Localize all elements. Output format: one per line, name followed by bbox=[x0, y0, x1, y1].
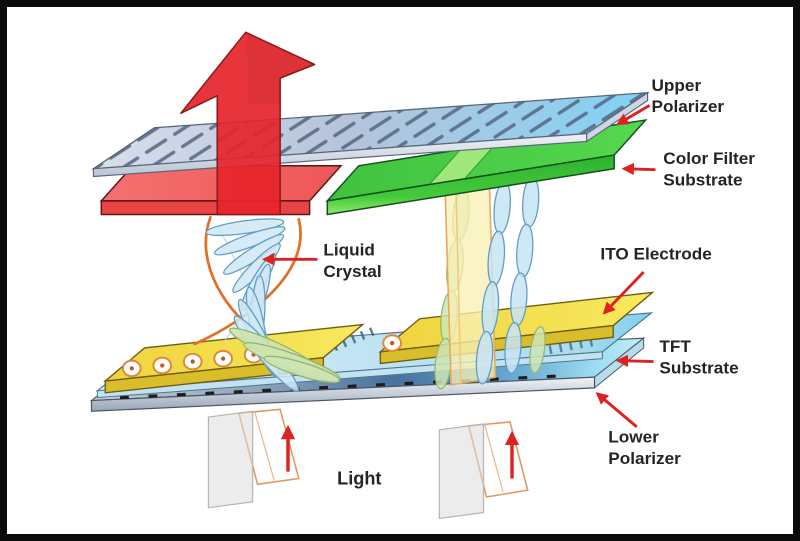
label-liquid-crystal-line2: Crystal bbox=[323, 262, 381, 281]
twist-helix-curve-right bbox=[193, 217, 302, 346]
label-ito-electrode: ITO Electrode bbox=[600, 244, 711, 263]
color-filter-arrow bbox=[621, 162, 656, 176]
polarized-light-output-arrow bbox=[180, 31, 316, 216]
label-color-filter-substrate: Color Filter Substrate bbox=[663, 149, 755, 189]
ito-electrode-arrow bbox=[602, 270, 645, 315]
light-planes-right bbox=[438, 421, 529, 520]
tft-substrate-arrow bbox=[615, 354, 654, 368]
label-lower-polarizer-line1: Lower bbox=[608, 427, 659, 446]
label-tft-substrate-line2: Substrate bbox=[659, 358, 738, 377]
label-color-filter-line1: Color Filter bbox=[663, 149, 755, 168]
label-lower-polarizer-line2: Polarizer bbox=[608, 449, 681, 468]
label-upper-polarizer-line2: Polarizer bbox=[652, 97, 725, 116]
label-tft-substrate-line1: TFT bbox=[659, 337, 691, 356]
label-light-text: Light bbox=[337, 468, 381, 488]
lc-molecules-flat bbox=[228, 327, 341, 384]
lc-molecules-vertical-front bbox=[504, 175, 546, 374]
label-liquid-crystal: Liquid Crystal bbox=[323, 240, 381, 280]
label-color-filter-line2: Substrate bbox=[663, 170, 742, 189]
label-ito-electrode-text: ITO Electrode bbox=[600, 244, 711, 263]
light-planes-left bbox=[207, 408, 300, 509]
lcd-diagram-canvas: Upper Polarizer Color Filter Substrate L… bbox=[89, 31, 755, 520]
label-light: Light bbox=[337, 468, 381, 488]
label-upper-polarizer-line1: Upper bbox=[652, 76, 702, 95]
annotation-arrows bbox=[261, 104, 656, 428]
liquid-crystal-twist bbox=[193, 216, 341, 393]
label-upper-polarizer: Upper Polarizer bbox=[652, 76, 725, 116]
lower-polarizer-arrow bbox=[595, 392, 638, 428]
lc-molecules-vertical-mid bbox=[475, 180, 511, 385]
upper-polarizer-arrow bbox=[615, 104, 651, 126]
electrode-ring-dots bbox=[129, 340, 395, 371]
label-tft-substrate: TFT Substrate bbox=[659, 337, 738, 377]
label-liquid-crystal-line1: Liquid bbox=[323, 240, 375, 259]
label-lower-polarizer: Lower Polarizer bbox=[608, 427, 681, 467]
